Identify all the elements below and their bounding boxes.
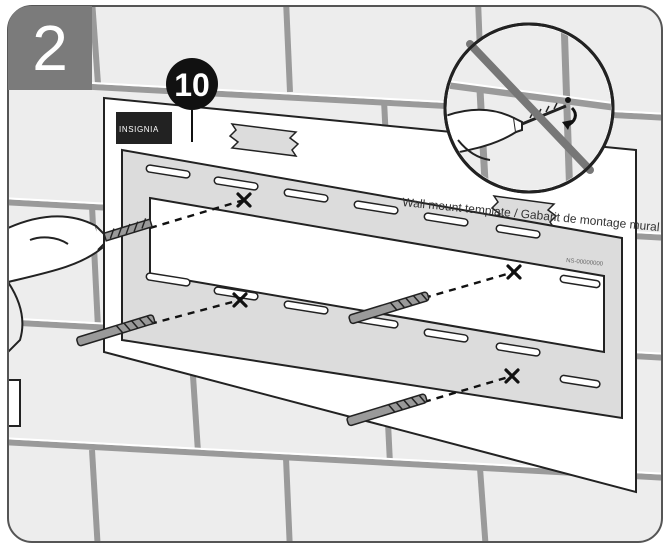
screw-icon	[102, 218, 154, 242]
step-number: 2	[8, 6, 92, 90]
diagram-border	[7, 5, 663, 543]
template-code: NS-00000000	[566, 258, 604, 268]
anchor-icon	[76, 291, 430, 427]
brand-logo	[116, 112, 172, 144]
callout-label: 10	[174, 67, 210, 103]
bracket-center-cutout	[149, 196, 605, 354]
wall-mount-template: INSIGNIA Wall mount template / Gabarit d…	[103, 96, 660, 494]
bracket-slots	[145, 164, 601, 389]
no-drill-icon	[443, 22, 615, 194]
guide-lines	[149, 198, 515, 404]
part-callout: 10	[166, 58, 218, 110]
brand-label: INSIGNIA	[119, 125, 159, 134]
drill-icon	[8, 215, 105, 427]
